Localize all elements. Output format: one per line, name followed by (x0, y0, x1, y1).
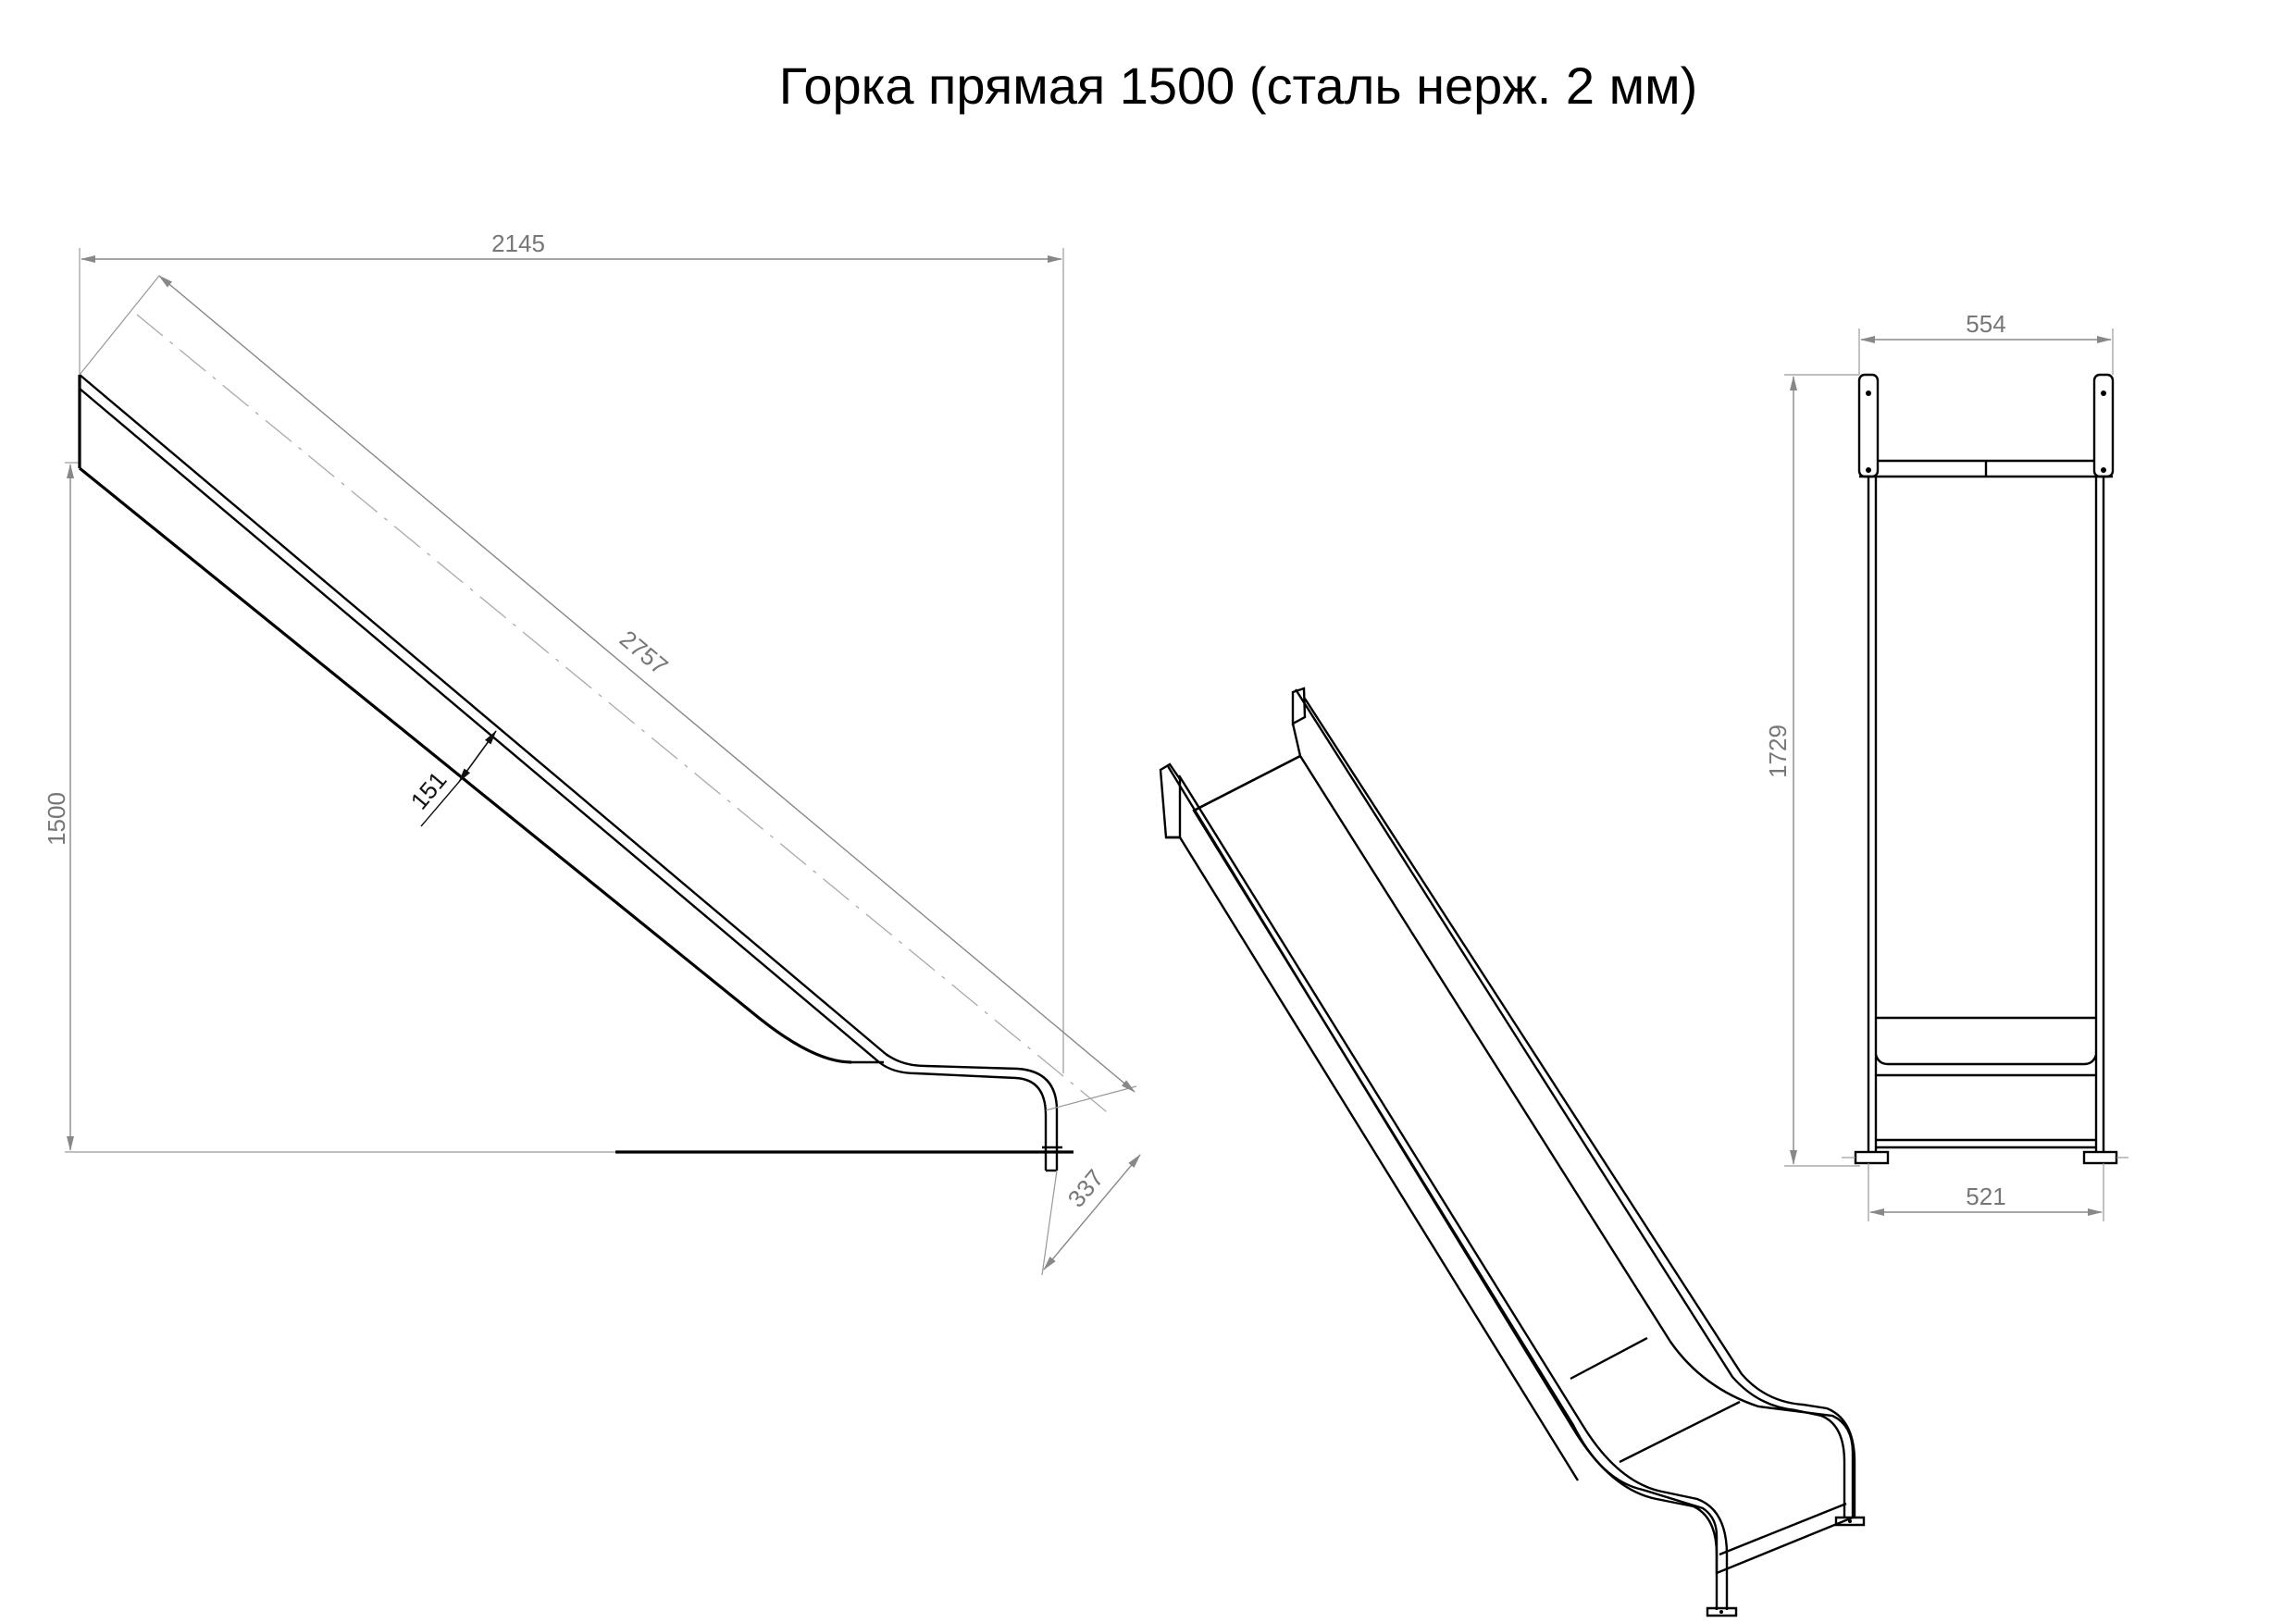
dimension-top-width-label: 554 (1966, 310, 2005, 338)
dimension-exit-length: 337 (1041, 1154, 1141, 1276)
dimension-overall-length: 2145 (79, 229, 1064, 1073)
slide-front-outline (1842, 373, 2128, 1165)
dimension-overall-length-label: 2145 (491, 229, 545, 257)
dimension-side-height: 151 (405, 730, 497, 827)
dimension-height-label: 1500 (43, 792, 70, 846)
dimension-top-width: 554 (1858, 310, 2114, 375)
dimension-side-height-label: 151 (405, 766, 453, 815)
dimension-height: 1500 (43, 462, 648, 1153)
dimension-base-width-label: 521 (1966, 1183, 2005, 1210)
dimension-base-width: 521 (1868, 1163, 2104, 1221)
dimension-front-height: 1729 (1764, 374, 1860, 1167)
isometric-view (1159, 687, 1866, 1617)
dimension-exit-length-label: 337 (1062, 1164, 1110, 1213)
dimension-slope-length: 2757 (79, 275, 1137, 1116)
drawing-title: Горка прямая 1500 (сталь нерж. 2 мм) (779, 56, 1698, 115)
side-view: 2145 1500 (43, 229, 1141, 1276)
front-view: 554 1729 (1764, 310, 2128, 1221)
dimension-slope-length-label: 2757 (614, 625, 674, 680)
dimension-front-height-label: 1729 (1764, 725, 1792, 778)
slide-side-profile (78, 374, 1074, 1172)
